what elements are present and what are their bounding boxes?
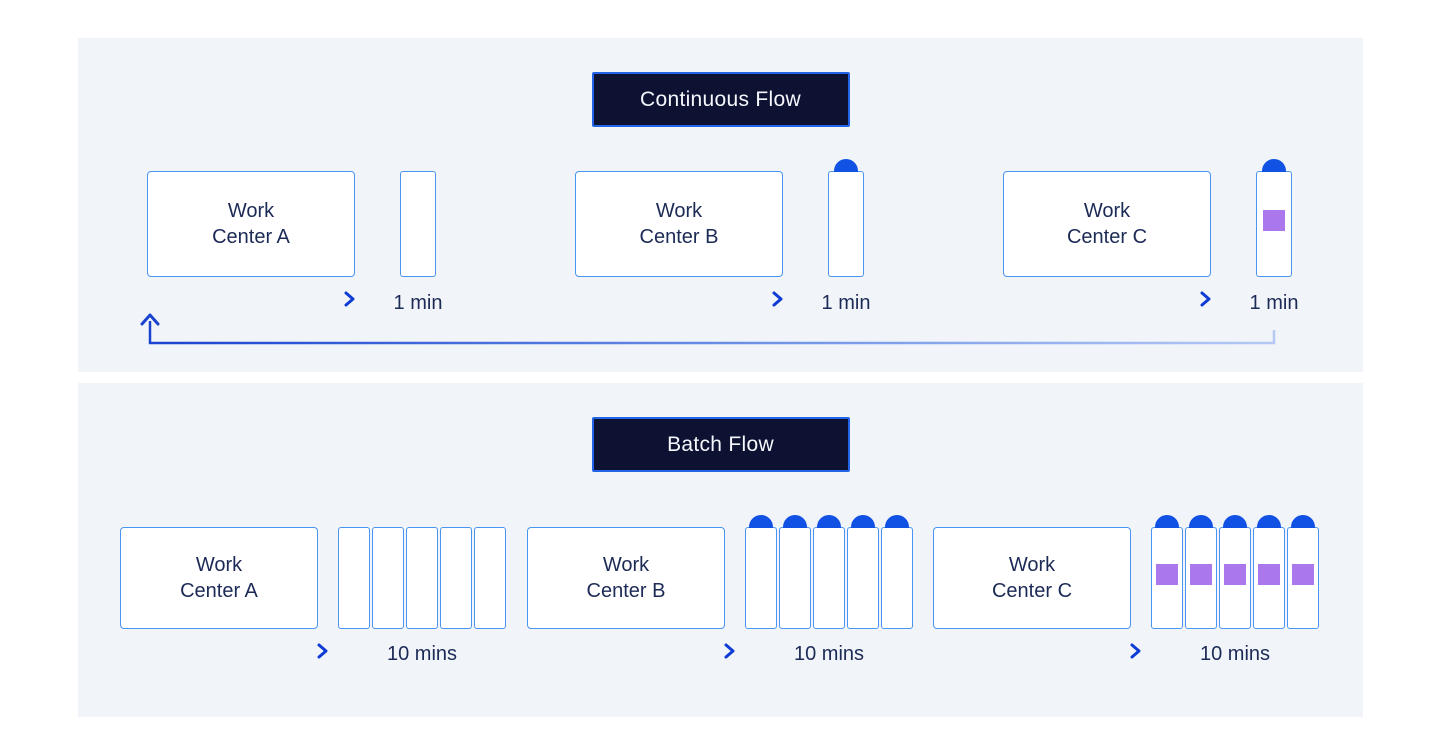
unit-dome-icon <box>851 515 875 528</box>
queue-slot-with-unit-and-wip <box>1256 159 1292 277</box>
work-center-b-box: Work Center B <box>527 527 725 629</box>
flow-arrow <box>147 291 355 307</box>
batch-flow-panel: Batch Flow Work Center A Work Center B W… <box>78 383 1363 717</box>
wip-square-icon <box>1224 564 1246 585</box>
queue-slot-with-unit <box>813 515 845 629</box>
unit-dome-icon <box>1291 515 1315 528</box>
queue-slot-with-unit-and-wip <box>1151 515 1183 629</box>
wip-square-icon <box>1156 564 1178 585</box>
queue-slot-with-unit-and-wip <box>1253 515 1285 629</box>
queue-slot-with-unit <box>745 515 777 629</box>
queue-slot-empty <box>440 527 472 629</box>
unit-dome-icon <box>749 515 773 528</box>
unit-dome-icon <box>1257 515 1281 528</box>
queue-time-label: 10 mins <box>1199 643 1271 665</box>
work-center-a-box: Work Center A <box>120 527 318 629</box>
queue-slot-with-unit <box>779 515 811 629</box>
panel-title-badge: Batch Flow <box>591 417 850 472</box>
queue-slot-empty <box>406 527 438 629</box>
queue-time-label: 1 min <box>821 292 871 314</box>
queue-time-label: 1 min <box>1249 292 1299 314</box>
flow-arrow <box>575 291 783 307</box>
batch-queue-empty <box>338 527 506 629</box>
unit-dome-icon <box>1223 515 1247 528</box>
unit-dome-icon <box>1189 515 1213 528</box>
work-center-c-box: Work Center C <box>933 527 1131 629</box>
queue-time-label: 1 min <box>393 292 443 314</box>
panel-title: Batch Flow <box>667 432 774 456</box>
queue-slot-empty <box>372 527 404 629</box>
wip-square-icon <box>1190 564 1212 585</box>
unit-dome-icon <box>1155 515 1179 528</box>
work-center-a-box: Work Center A <box>147 171 355 277</box>
work-center-b-box: Work Center B <box>575 171 783 277</box>
queue-slot-with-unit-and-wip <box>1219 515 1251 629</box>
wip-square-icon <box>1263 210 1285 231</box>
unit-dome-icon <box>817 515 841 528</box>
queue-slot-empty <box>474 527 506 629</box>
flow-arrow <box>933 643 1141 659</box>
unit-dome-icon <box>1262 159 1286 172</box>
return-loop-arrow <box>140 313 1276 345</box>
batch-queue-with-units <box>745 515 913 629</box>
queue-slot-empty <box>400 171 436 277</box>
wip-square-icon <box>1258 564 1280 585</box>
batch-queue-with-units-and-wip <box>1151 515 1319 629</box>
unit-dome-icon <box>834 159 858 172</box>
queue-time-label: 10 mins <box>793 643 865 665</box>
unit-dome-icon <box>885 515 909 528</box>
wip-square-icon <box>1292 564 1314 585</box>
queue-time-label: 10 mins <box>386 643 458 665</box>
flow-arrow <box>527 643 735 659</box>
queue-slot-empty <box>338 527 370 629</box>
continuous-flow-panel: Continuous Flow Work Center A Work Cente… <box>78 38 1363 372</box>
unit-dome-icon <box>783 515 807 528</box>
queue-slot-with-unit <box>881 515 913 629</box>
flow-arrow <box>120 643 328 659</box>
queue-slot-with-unit-and-wip <box>1287 515 1319 629</box>
flow-arrow <box>1003 291 1211 307</box>
queue-slot-with-unit <box>847 515 879 629</box>
panel-title: Continuous Flow <box>640 87 801 111</box>
work-center-c-box: Work Center C <box>1003 171 1211 277</box>
queue-slot-with-unit <box>828 159 864 277</box>
panel-title-badge: Continuous Flow <box>591 72 850 127</box>
queue-slot-with-unit-and-wip <box>1185 515 1217 629</box>
